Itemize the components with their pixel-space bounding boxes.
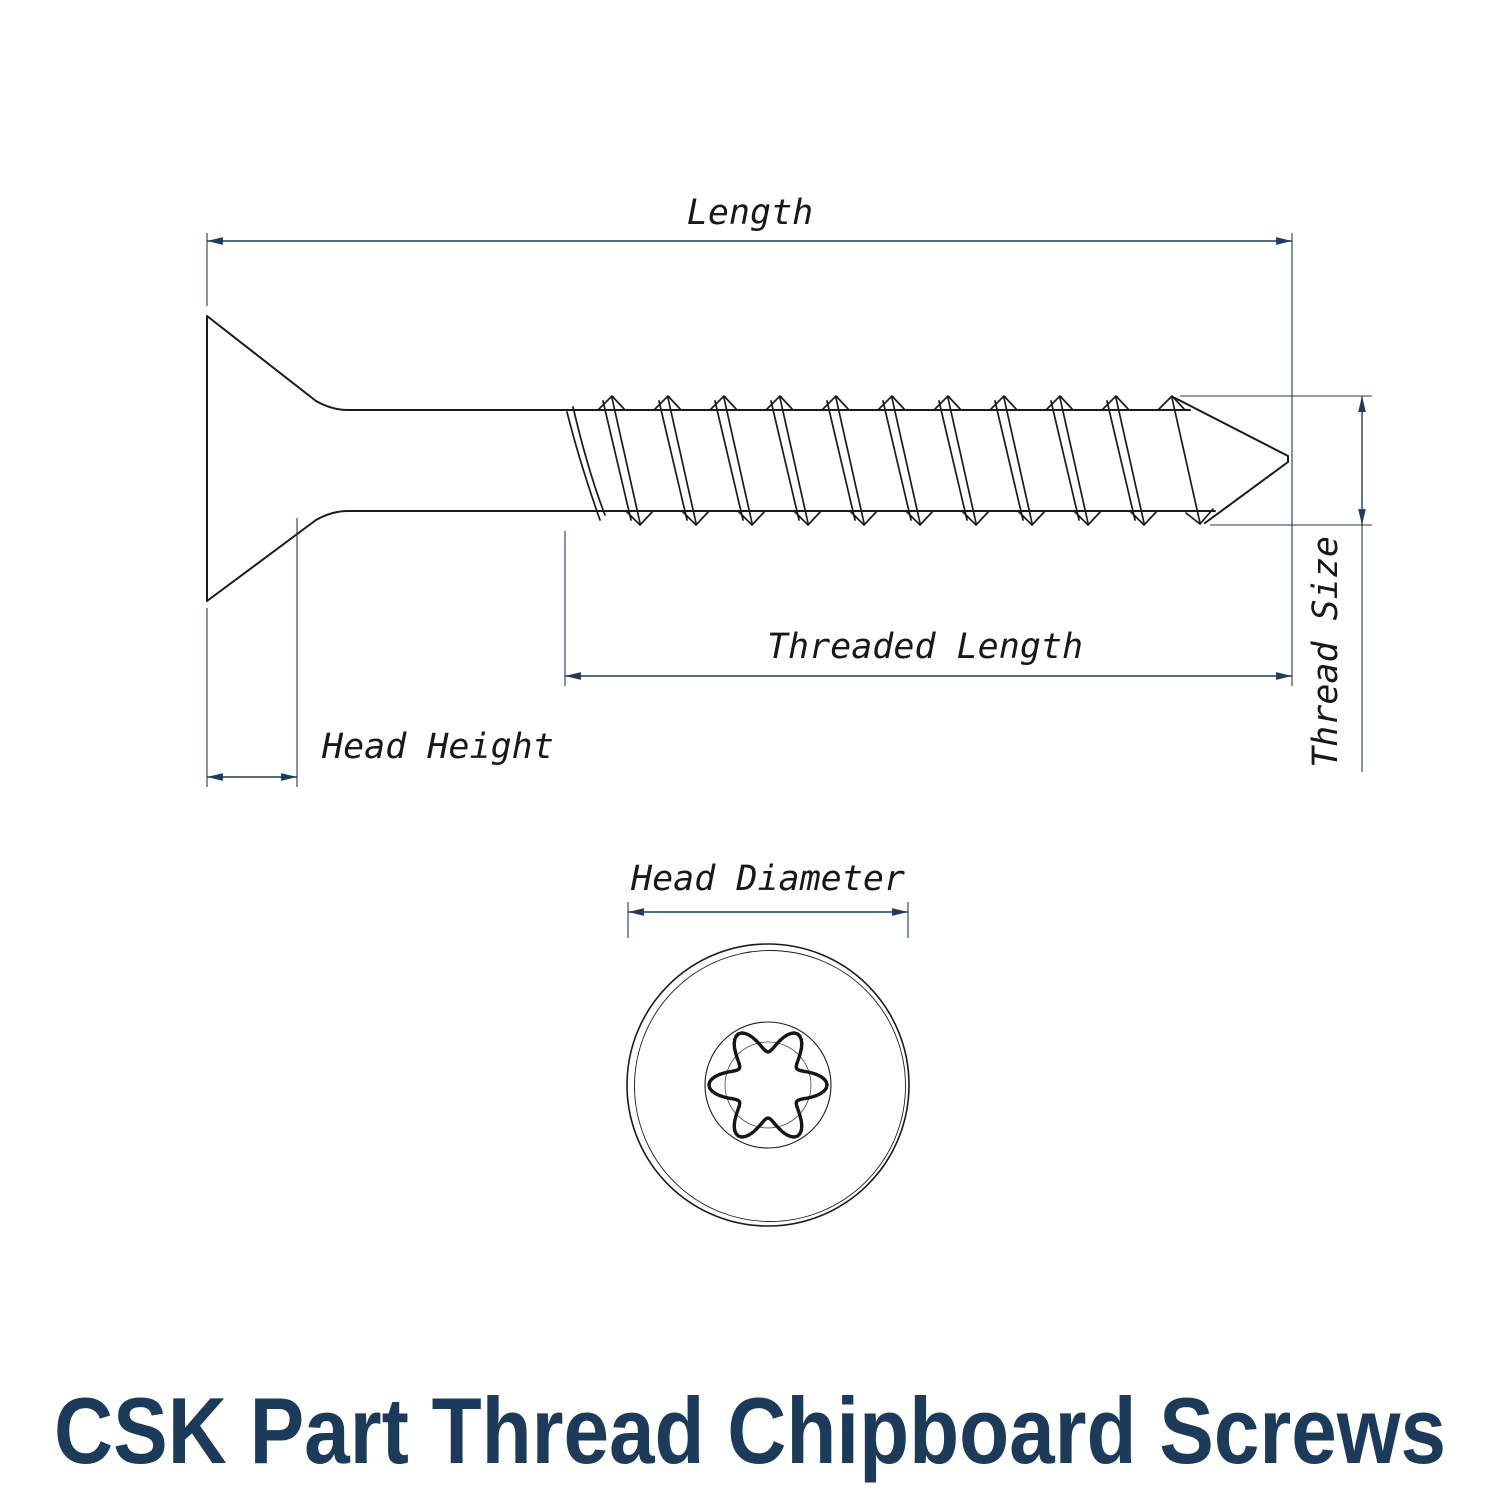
head-height-label: Head Height xyxy=(321,727,554,767)
screw-side-view xyxy=(206,315,1289,602)
dimension-thread-size: Thread Size xyxy=(1180,395,1372,772)
screw-head-outline xyxy=(206,315,567,602)
thread-size-label: Thread Size xyxy=(1306,536,1346,768)
torx-recess xyxy=(707,1031,829,1139)
dimension-head-height: Head Height xyxy=(206,518,554,787)
torx-valley-circle xyxy=(724,1041,812,1129)
torx-boundary-circle xyxy=(704,1021,832,1149)
screw-core-and-tip xyxy=(565,397,1289,524)
dimension-threaded-length: Threaded Length xyxy=(564,531,1292,686)
screw-top-view xyxy=(626,943,910,1227)
length-label: Length xyxy=(687,193,813,233)
head-inner-rim-circle xyxy=(634,950,906,1222)
diagram-title: CSK Part Thread Chipboard Screws xyxy=(54,1378,1446,1483)
screw-threads xyxy=(566,395,1214,526)
dimension-length: Length xyxy=(206,193,1293,686)
head-outer-circle xyxy=(626,943,910,1227)
threaded-length-label: Threaded Length xyxy=(767,627,1083,667)
dimension-head-diameter: Head Diameter xyxy=(627,859,909,938)
head-diameter-label: Head Diameter xyxy=(630,859,905,899)
